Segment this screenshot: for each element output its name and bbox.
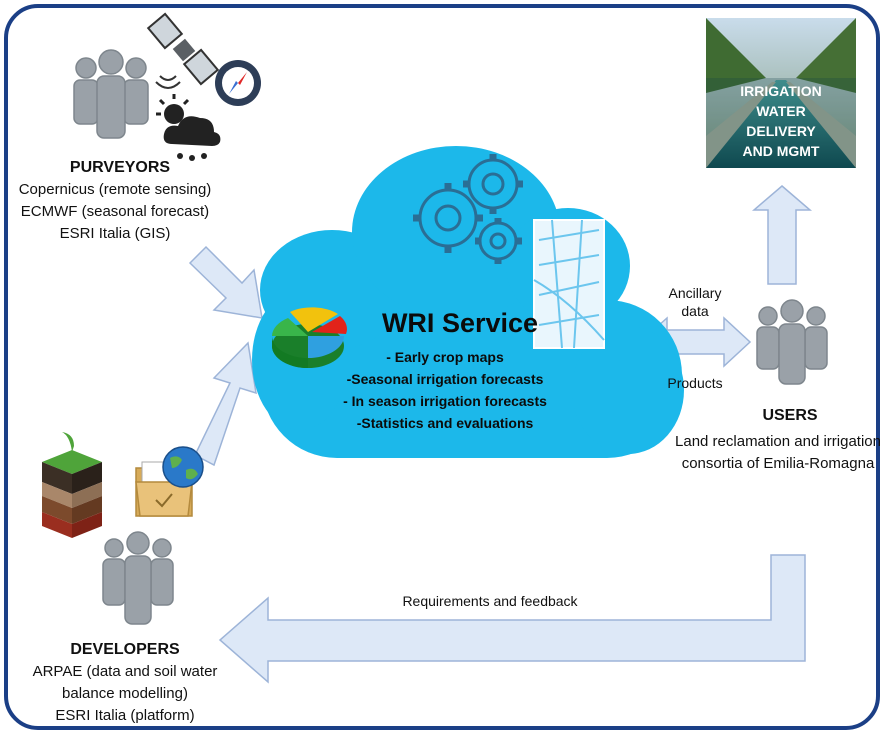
purveyors-title: PURVEYORS (69, 159, 171, 176)
purveyors-line: Copernicus (remote sensing) (18, 181, 212, 198)
products-label: Products (667, 375, 723, 391)
developers-line: balance modelling) (62, 685, 188, 702)
developers-line: ESRI Italia (platform) (55, 707, 195, 724)
satellite-icon (146, 12, 220, 89)
arrow-feedback (218, 554, 806, 684)
service-bullet: - Early crop maps (386, 349, 504, 365)
ancillary-data-label: Ancillary (668, 285, 722, 301)
soil-layers-icon (42, 432, 102, 538)
ancillary-data-label: data (681, 303, 709, 319)
service-title: WRI Service (381, 308, 539, 338)
users-title: USERS (762, 407, 818, 424)
globe-icon (162, 446, 204, 488)
service-bullet: - In season irrigation forecasts (343, 393, 547, 409)
irrigation-label-line: DELIVERY (746, 123, 816, 139)
users-line: Land reclamation and irrigation (675, 433, 881, 450)
people-icon (73, 49, 149, 139)
service-bullet: -Seasonal irrigation forecasts (346, 371, 544, 387)
gears-icon (413, 154, 523, 264)
arrow-developers-to-service (194, 341, 257, 467)
weather-icon (156, 94, 221, 161)
irrigation-label-line: WATER (756, 103, 806, 119)
pie-chart-icon (272, 307, 347, 368)
compass-icon (215, 60, 261, 106)
irrigation-label-line: IRRIGATION (740, 83, 822, 99)
map-icon (533, 219, 605, 349)
purveyors-line: ECMWF (seasonal forecast) (20, 203, 210, 220)
arrow-purveyors-to-service (188, 245, 263, 319)
service-bullet: -Statistics and evaluations (356, 415, 534, 431)
people-icon (102, 531, 174, 625)
arrow-users-to-irrigation (751, 185, 813, 285)
people-icon (756, 299, 828, 385)
developers-line: ARPAE (data and soil water (32, 663, 218, 680)
feedback-label: Requirements and feedback (402, 593, 578, 609)
users-line: consortia of Emilia-Romagna (681, 455, 875, 472)
purveyors-line: ESRI Italia (GIS) (59, 225, 171, 242)
irrigation-label-line: AND MGMT (742, 143, 820, 159)
irrigation-canal-photo (706, 18, 856, 168)
developers-title: DEVELOPERS (70, 641, 180, 658)
